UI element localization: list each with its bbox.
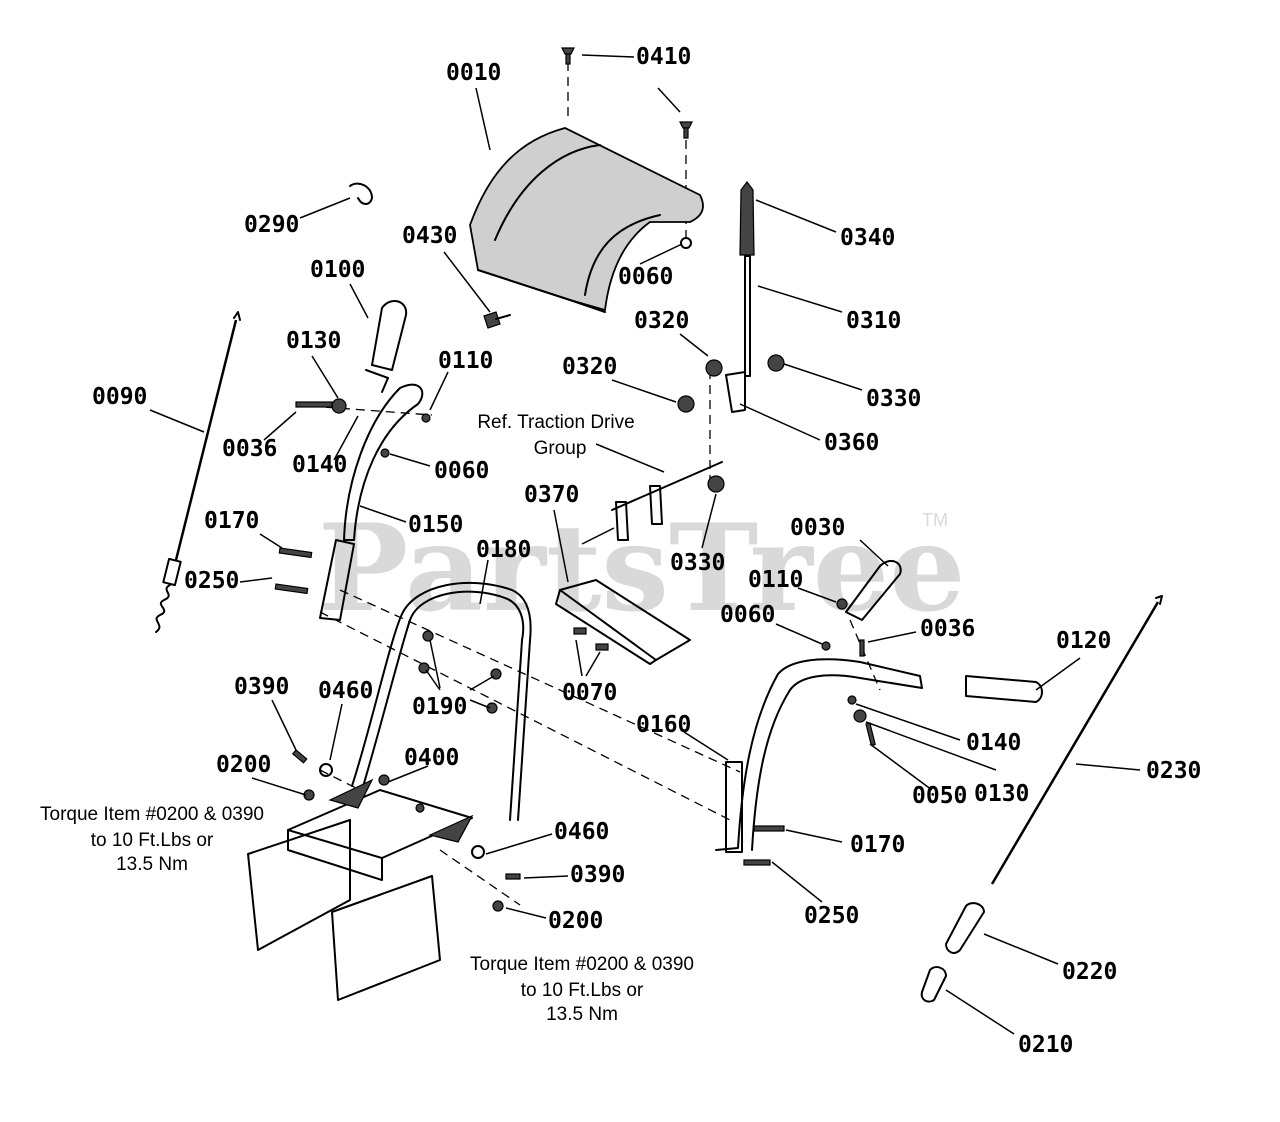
callout-0130-b: 0130: [974, 781, 1029, 807]
callout-0200: 0200: [216, 752, 271, 778]
watermark-brand: PartsTree: [318, 498, 965, 639]
callout-0400: 0400: [404, 745, 459, 771]
note-torque-left-line-2: to 10 Ft.Lbs or: [91, 830, 214, 851]
callout-0290: 0290: [244, 212, 299, 238]
note-torque-left: Torque Item #0200 & 0390 to 10 Ft.Lbs or…: [40, 804, 264, 875]
callout-0320-b: 0320: [562, 354, 617, 380]
callout-0330: 0330: [866, 386, 921, 412]
callout-0110-b: 0110: [748, 567, 803, 593]
callout-0130: 0130: [286, 328, 341, 354]
callout-0230: 0230: [1146, 758, 1201, 784]
callout-0060: 0060: [618, 264, 673, 290]
callout-0460: 0460: [318, 678, 373, 704]
callout-0310: 0310: [846, 308, 901, 334]
callout-0120: 0120: [1056, 628, 1111, 654]
leader-lines: [149, 54, 1141, 1035]
callout-0036-b: 0036: [920, 616, 975, 642]
callout-0360: 0360: [824, 430, 879, 456]
handle-right: [715, 559, 1043, 866]
callout-0170-b: 0170: [850, 832, 905, 858]
console-shroud: [469, 127, 704, 313]
screw-0410: [561, 47, 693, 139]
note-ref-traction: Ref. Traction Drive Group: [477, 412, 634, 459]
note-torque-bottom-line-3: 13.5 Nm: [546, 1004, 618, 1025]
note-ref-traction-line-1: Ref. Traction Drive: [477, 412, 634, 433]
control-cable-left: [155, 311, 241, 633]
callout-0390-b: 0390: [570, 862, 625, 888]
callout-0430: 0430: [402, 223, 457, 249]
callout-0030: 0030: [790, 515, 845, 541]
shift-lever: [677, 181, 785, 493]
callout-0090: 0090: [92, 384, 147, 410]
callout-0390: 0390: [234, 674, 289, 700]
watermark-trademark: TM: [922, 510, 948, 530]
callout-0140: 0140: [292, 452, 347, 478]
callout-0460-b: 0460: [554, 819, 609, 845]
callout-0190: 0190: [412, 694, 467, 720]
callout-0170: 0170: [204, 508, 259, 534]
bolts-left: [274, 547, 313, 595]
traction-drive-rod: [555, 461, 723, 665]
callout-0200-b: 0200: [548, 908, 603, 934]
note-torque-bottom-line-1: Torque Item #0200 & 0390: [470, 954, 694, 975]
clip-0290: [349, 182, 373, 205]
callout-0070: 0070: [562, 680, 617, 706]
callout-0050: 0050: [912, 783, 967, 809]
callout-0110: 0110: [438, 348, 493, 374]
callout-0340: 0340: [840, 225, 895, 251]
callout-0150: 0150: [408, 512, 463, 538]
note-torque-left-line-1: Torque Item #0200 & 0390: [40, 804, 264, 825]
control-cable-right: [920, 595, 1163, 1003]
callout-0210: 0210: [1018, 1032, 1073, 1058]
callout-0036: 0036: [222, 436, 277, 462]
callout-0060-b: 0060: [434, 458, 489, 484]
callout-0100: 0100: [310, 257, 365, 283]
note-torque-bottom-line-2: to 10 Ft.Lbs or: [521, 980, 644, 1001]
handle-lower-frame: [351, 581, 532, 821]
note-torque-left-line-3: 13.5 Nm: [116, 854, 188, 875]
callout-0220: 0220: [1062, 959, 1117, 985]
note-ref-traction-line-2: Group: [534, 438, 587, 459]
screw-0430: [483, 311, 511, 329]
callout-0160: 0160: [636, 712, 691, 738]
handle-upper-left: [295, 299, 431, 621]
note-torque-bottom: Torque Item #0200 & 0390 to 10 Ft.Lbs or…: [470, 954, 694, 1025]
callout-0250: 0250: [184, 568, 239, 594]
callout-0410: 0410: [636, 44, 691, 70]
callout-0320: 0320: [634, 308, 689, 334]
callout-labels: 0010 0410 0290 0430 0060 0340 0100 0310 …: [92, 44, 1201, 1058]
mounting-frame: [247, 749, 521, 1001]
callout-0250-b: 0250: [804, 903, 859, 929]
callout-0060-c: 0060: [720, 602, 775, 628]
callout-0180: 0180: [476, 537, 531, 563]
callout-0370: 0370: [524, 482, 579, 508]
callout-0140-b: 0140: [966, 730, 1021, 756]
callout-0330-b: 0330: [670, 550, 725, 576]
callout-0010: 0010: [446, 60, 501, 86]
